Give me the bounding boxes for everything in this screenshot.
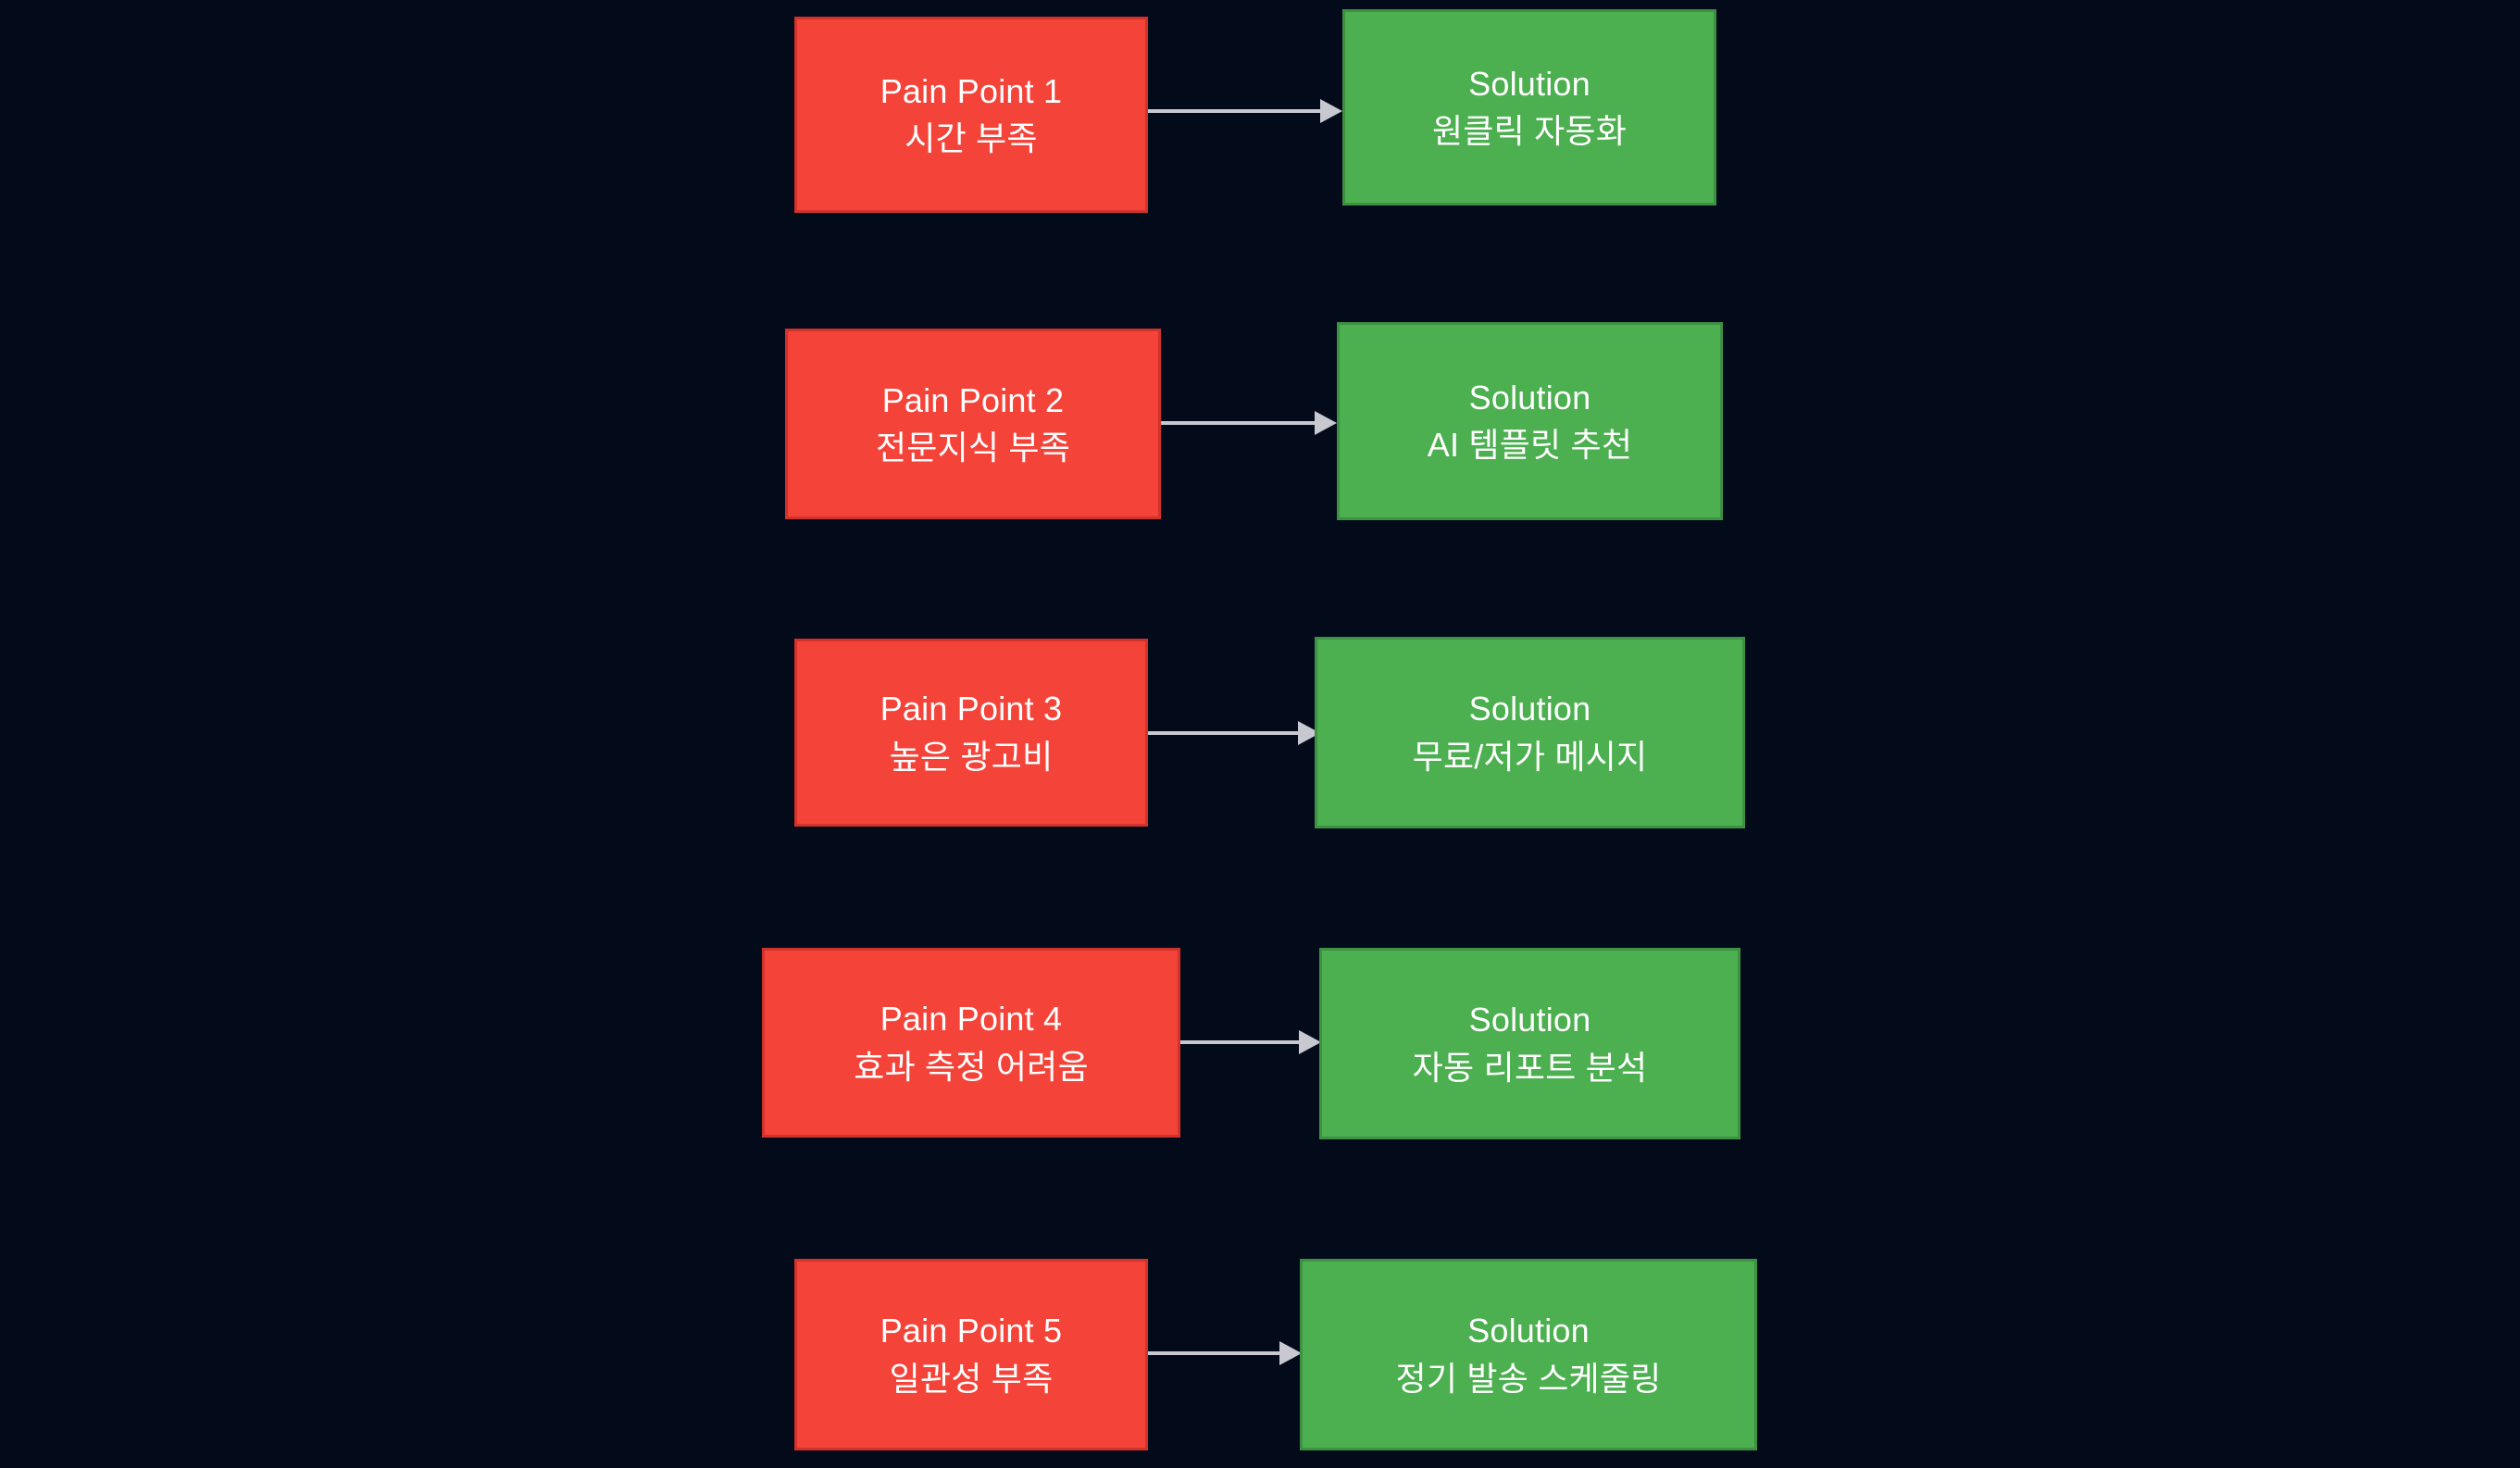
- node-detail: AI 템플릿 추천: [1427, 426, 1633, 464]
- node-title: Solution: [1468, 378, 1591, 417]
- node-title: Pain Point 5: [880, 1312, 1063, 1350]
- node-pain-point-2[interactable]: Pain Point 2 전문지식 부족: [785, 329, 1161, 519]
- node-detail: 높은 광고비: [889, 737, 1054, 776]
- edge-pain-point-3-to-solution-3: [1148, 715, 1320, 752]
- node-detail: 무료/저가 메시지: [1412, 737, 1648, 776]
- node-detail: 자동 리포트 분석: [1412, 1048, 1648, 1087]
- node-detail: 원클릭 자동화: [1431, 112, 1628, 150]
- edge-pain-point-5-to-solution-5: [1148, 1335, 1302, 1372]
- node-solution-5[interactable]: Solution 정기 발송 스케줄링: [1300, 1259, 1757, 1450]
- node-title: Solution: [1468, 64, 1591, 103]
- node-title: Solution: [1467, 1312, 1590, 1350]
- node-pain-point-4[interactable]: Pain Point 4 효과 측정 어려움: [762, 948, 1180, 1138]
- node-title: Pain Point 2: [881, 380, 1065, 419]
- node-detail: 전문지식 부족: [875, 429, 1071, 467]
- edge-pain-point-1-to-solution-1: [1148, 93, 1342, 130]
- node-detail: 효과 측정 어려움: [854, 1047, 1089, 1086]
- node-pain-point-3[interactable]: Pain Point 3 높은 광고비: [794, 639, 1148, 827]
- node-solution-1[interactable]: Solution 원클릭 자동화: [1342, 9, 1716, 205]
- node-solution-3[interactable]: Solution 무료/저가 메시지: [1315, 637, 1745, 828]
- node-title: Pain Point 3: [880, 690, 1063, 728]
- edge-pain-point-4-to-solution-4: [1180, 1024, 1321, 1061]
- edge-pain-point-2-to-solution-2: [1161, 404, 1337, 442]
- node-title: Solution: [1468, 1001, 1591, 1039]
- node-detail: 시간 부족: [904, 119, 1038, 157]
- node-title: Pain Point 1: [880, 71, 1063, 110]
- node-detail: 정기 발송 스케줄링: [1395, 1359, 1662, 1398]
- node-pain-point-5[interactable]: Pain Point 5 일관성 부족: [794, 1259, 1148, 1450]
- node-title: Pain Point 4: [880, 1000, 1063, 1039]
- node-solution-2[interactable]: Solution AI 템플릿 추천: [1337, 322, 1723, 520]
- node-detail: 일관성 부족: [889, 1359, 1054, 1398]
- node-solution-4[interactable]: Solution 자동 리포트 분석: [1319, 948, 1740, 1139]
- node-pain-point-1[interactable]: Pain Point 1 시간 부족: [794, 17, 1148, 213]
- node-title: Solution: [1468, 690, 1591, 728]
